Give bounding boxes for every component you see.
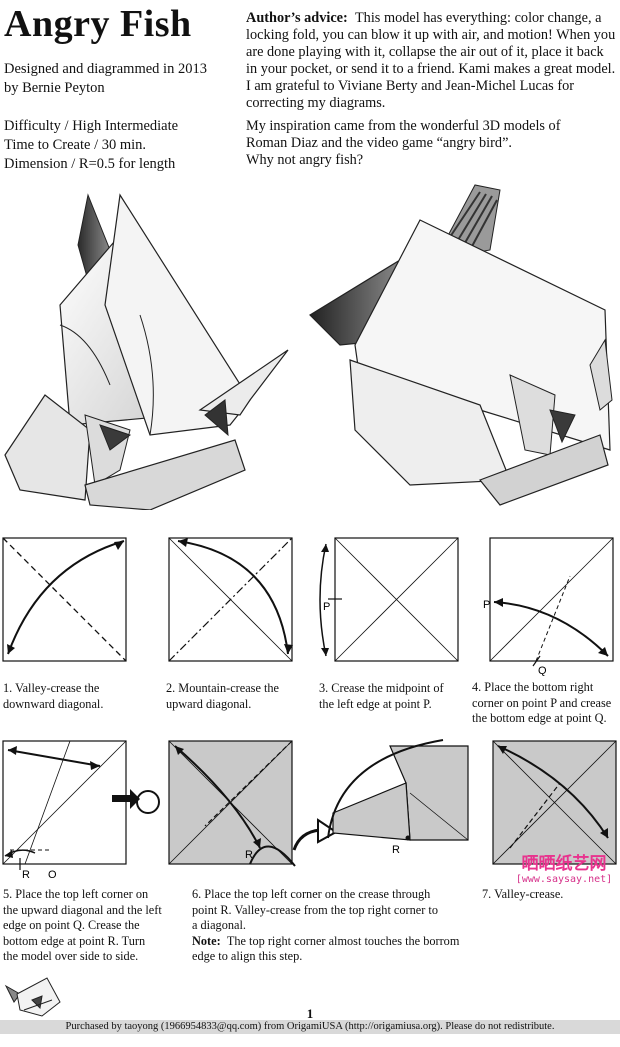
point-p-label: P (323, 601, 330, 613)
purchase-footer: Purchased by taoyong (1966954833@qq.com)… (0, 1020, 620, 1034)
fish-icon (4, 977, 61, 1017)
designed-line-1: Designed and diagrammed in 2013 (4, 61, 207, 77)
fish-side-illustration (309, 184, 613, 506)
difficulty-text: Difficulty / High Intermediate (4, 118, 179, 134)
note-label: Note: (192, 933, 221, 948)
point-q-label: Q (538, 665, 547, 676)
point-p-label: P (483, 599, 490, 611)
dimension-text: Dimension / R=0.5 for length (4, 156, 176, 172)
inspiration-line-1: My inspiration came from the wonderful 3… (246, 118, 561, 134)
fish-front-illustration (4, 193, 289, 510)
step-7-caption: 7. Valley-crease. (482, 887, 564, 901)
advice-text: This model has everything: color change,… (246, 10, 616, 111)
point-q-label: Q (48, 869, 57, 878)
turn-over-icon (112, 789, 160, 814)
point-r-label: R (245, 849, 253, 861)
point-r-label: R (392, 844, 400, 853)
page-number: 1 (306, 1006, 314, 1021)
watermark-chinese: 晒晒纸艺网 (521, 854, 607, 874)
page-title: Angry Fish (4, 3, 192, 45)
inspiration-line-3: Why not angry fish? (246, 152, 364, 168)
designed-line-2: by Bernie Peyton (4, 80, 105, 96)
step-6-caption: 6. Place the top left corner on the crea… (192, 887, 460, 963)
step-6-diagram: R (168, 740, 296, 867)
authors-advice: Author’s advice: This model has everythi… (246, 10, 616, 112)
watermark-url: [www.saysay.net] (515, 874, 613, 885)
step-3-diagram: P (319, 537, 459, 662)
step-2-diagram (168, 537, 293, 662)
inspiration-block: My inspiration came from the wonderful 3… (246, 118, 616, 169)
site-watermark: 晒晒纸艺网 [www.saysay.net] (509, 849, 619, 885)
next-step-arrow-icon (292, 818, 338, 851)
step-7-diagram (492, 740, 617, 865)
step-4-diagram: P Q (483, 537, 614, 676)
step-7-intermediate-diagram: R (327, 739, 469, 853)
step-1-diagram (2, 537, 127, 662)
advice-label: Author’s advice: (246, 10, 348, 26)
time-text: Time to Create / 30 min. (4, 137, 147, 153)
inspiration-line-2: Roman Diaz and the video game “angry bir… (246, 135, 512, 151)
point-r-label: R (22, 869, 30, 878)
step-5-diagram: R Q (2, 740, 127, 878)
